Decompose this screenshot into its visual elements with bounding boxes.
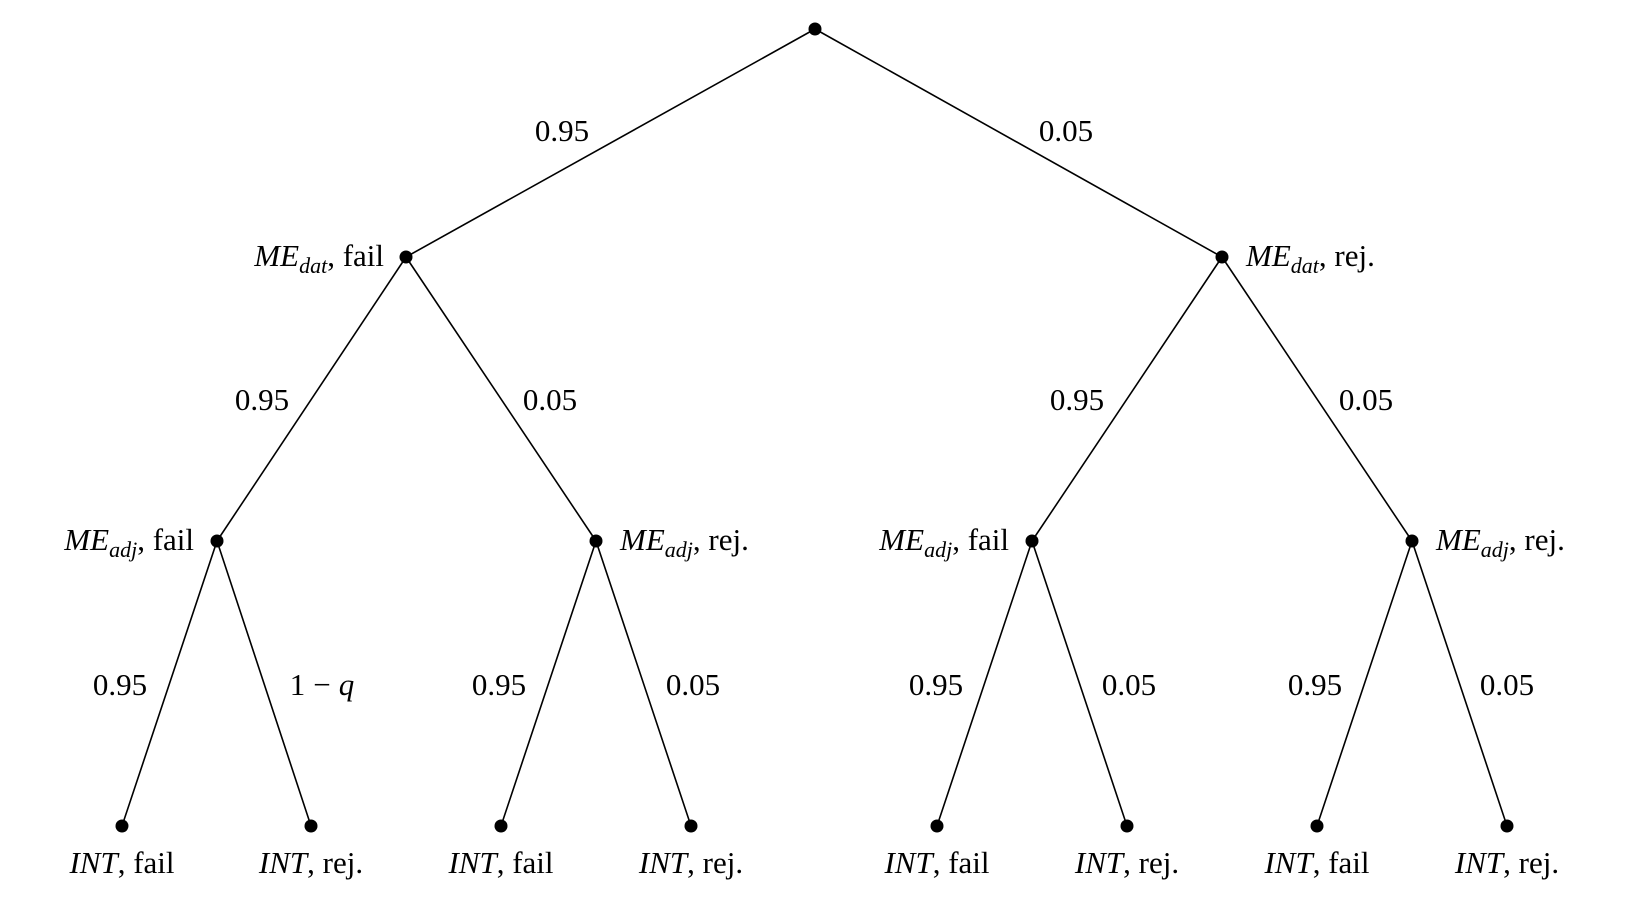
node-label-n211: INT, fail [883, 845, 989, 880]
edge-label-n11-n112: 1−q [290, 667, 354, 702]
node-n111 [115, 819, 129, 833]
node-label-n21: MEadj, fail [878, 522, 1009, 562]
node-n122 [684, 819, 698, 833]
edge-label-n1-n12: 0.05 [523, 382, 577, 417]
edge-root-n1 [405, 28, 816, 258]
node-label-n112: INT, rej. [258, 845, 363, 880]
edge-n12-n121 [500, 540, 597, 827]
node-label-n22: MEadj, rej. [1435, 522, 1565, 562]
node-label-n1: MEdat, fail [253, 238, 384, 278]
edge-label-n2-n21: 0.95 [1050, 382, 1104, 417]
node-n11 [210, 534, 224, 548]
edge-n21-n212 [1031, 540, 1128, 827]
node-n212 [1120, 819, 1134, 833]
node-n22 [1405, 534, 1419, 548]
edge-n11-n112 [216, 540, 312, 827]
edge-root-n2 [814, 28, 1223, 258]
node-n21 [1025, 534, 1039, 548]
node-label-n111: INT, fail [68, 845, 174, 880]
edge-n1-n12 [405, 256, 597, 542]
node-n2 [1215, 250, 1229, 264]
edge-label-minus: − [313, 667, 330, 702]
edge-n1-n11 [216, 256, 407, 542]
edge-label-root-n1: 0.95 [535, 113, 589, 148]
node-label-n2: MEdat, rej. [1245, 238, 1375, 278]
edge-label-n22-n221: 0.95 [1288, 667, 1342, 702]
node-label-n11: MEadj, fail [63, 522, 194, 562]
node-n121 [494, 819, 508, 833]
edge-n22-n221 [1316, 540, 1413, 827]
node-label-n121: INT, fail [447, 845, 553, 880]
edge-label-n21-n211: 0.95 [909, 667, 963, 702]
node-label-n122: INT, rej. [638, 845, 743, 880]
edge-label-n21-n212: 0.05 [1102, 667, 1156, 702]
edge-label-n1-n11: 0.95 [235, 382, 289, 417]
edge-n2-n22 [1221, 256, 1413, 542]
edge-n2-n21 [1031, 256, 1223, 542]
node-label-n222: INT, rej. [1454, 845, 1559, 880]
edge-label-q: q [339, 667, 355, 702]
edge-label-root-n2: 0.05 [1039, 113, 1093, 148]
edge-n12-n122 [595, 540, 692, 827]
node-n211 [930, 819, 944, 833]
edge-n22-n222 [1411, 540, 1508, 827]
node-n1 [399, 250, 413, 264]
node-root [808, 22, 822, 36]
edge-label-n12-n122: 0.05 [666, 667, 720, 702]
edge-label-n11-n111: 0.95 [93, 667, 147, 702]
edge-label-n22-n222: 0.05 [1480, 667, 1534, 702]
node-n221 [1310, 819, 1324, 833]
node-label-n212: INT, rej. [1074, 845, 1179, 880]
edge-label-n2-n22: 0.05 [1339, 382, 1393, 417]
edge-n11-n111 [121, 540, 218, 827]
node-n12 [589, 534, 603, 548]
edge-n21-n211 [936, 540, 1033, 827]
edge-label-n12-n121: 0.95 [472, 667, 526, 702]
node-n112 [304, 819, 318, 833]
edge-label-one: 1 [290, 667, 306, 702]
node-label-n12: MEadj, rej. [619, 522, 749, 562]
node-n222 [1500, 819, 1514, 833]
node-label-n221: INT, fail [1263, 845, 1369, 880]
